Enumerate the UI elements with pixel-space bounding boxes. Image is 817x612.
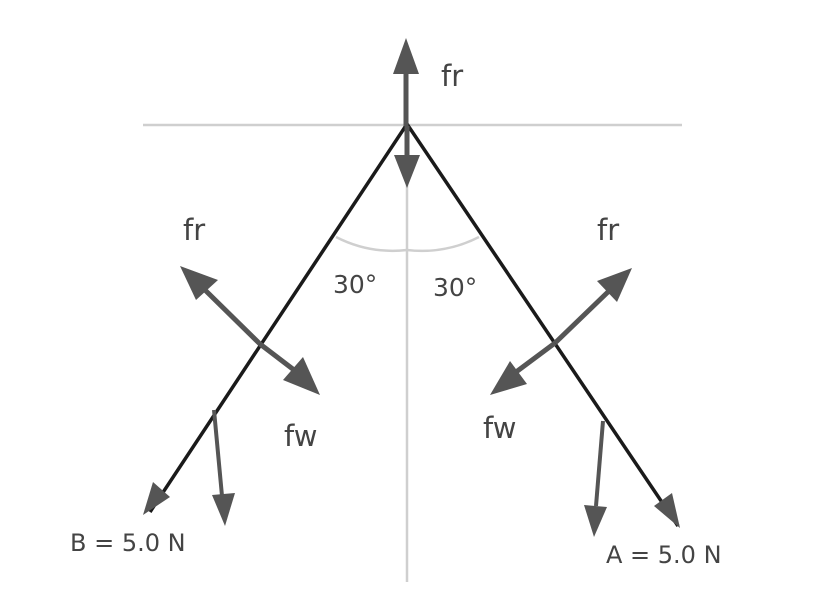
top-fr-arrow (393, 38, 419, 126)
left-value-label: B = 5.0 N (70, 529, 186, 557)
right-angle-arc (406, 235, 480, 253)
left-angle-arc (335, 235, 408, 252)
right-fw-arrow (490, 340, 557, 395)
left-tension-arrow (143, 482, 170, 515)
right-fr-label: fr (597, 213, 619, 247)
left-fw-arrow (258, 342, 320, 395)
left-fr-label: fr (183, 213, 205, 247)
right-weight-arrow (584, 420, 607, 537)
left-fr-arrow (180, 266, 262, 346)
left-fw-label: fw (284, 419, 317, 453)
right-fw-label: fw (483, 411, 516, 445)
right-value-label: A = 5.0 N (606, 541, 722, 569)
left-weight-arrow (212, 409, 235, 526)
right-rope (405, 123, 680, 527)
top-fr-label: fr (441, 59, 463, 93)
right-angle-label: 30° (433, 273, 477, 302)
left-angle-label: 30° (333, 270, 377, 299)
top-down-arrow (394, 126, 420, 188)
right-tension-arrow (654, 493, 680, 528)
left-rope (148, 123, 409, 513)
right-fr-arrow (553, 268, 632, 345)
